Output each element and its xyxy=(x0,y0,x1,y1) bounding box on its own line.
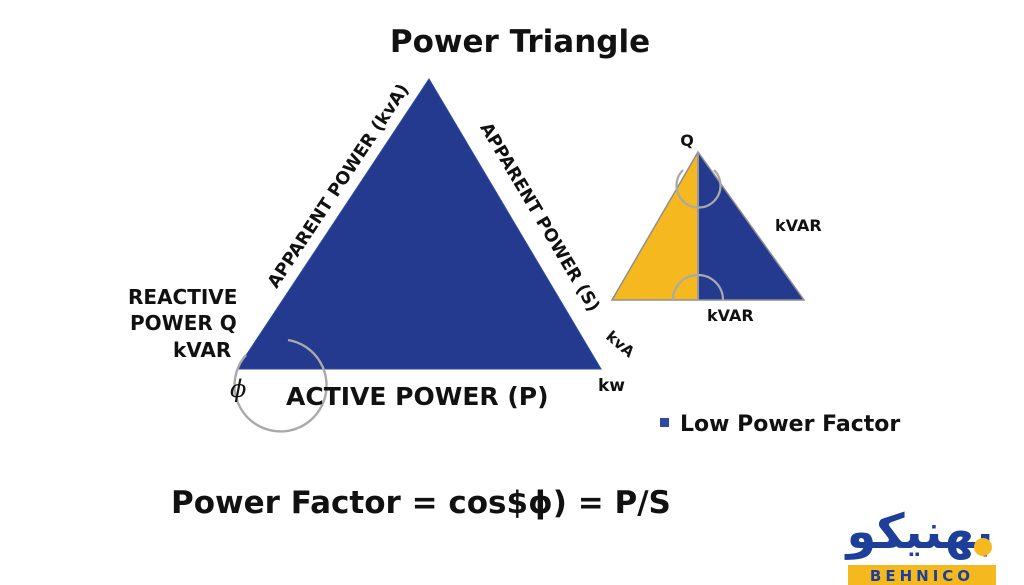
small-right-angle-arc xyxy=(671,273,725,301)
reactive-label-line2: POWER Q xyxy=(130,311,237,335)
phi-symbol: ϕ xyxy=(230,375,246,403)
small-triangle-outline xyxy=(610,150,806,301)
logo-script-text: بهنیکو xyxy=(845,504,994,560)
logo-latin-text: BEHNICO xyxy=(870,567,974,585)
kva-unit-label: kvA xyxy=(602,327,638,361)
page-title: Power Triangle xyxy=(390,24,650,60)
phi-angle-arc xyxy=(233,338,328,433)
main-power-triangle xyxy=(236,78,602,370)
small-top-angle-arc xyxy=(675,169,722,209)
legend-label: Low Power Factor xyxy=(680,412,900,437)
behnico-logo: بهنیکو BEHNICO xyxy=(845,504,996,585)
small-triangle-q-label: Q xyxy=(680,131,694,150)
small-triangle-kvar-right-label: kVAR xyxy=(775,216,822,235)
small-triangle-kvar-bottom-label: kVAR xyxy=(707,306,754,325)
reactive-label-line1: REACTIVE xyxy=(128,285,237,309)
logo-band xyxy=(848,565,996,585)
reactive-unit-label: kVAR xyxy=(173,338,231,362)
power-factor-formula: Power Factor = cos$ϕ) = P/S xyxy=(171,485,671,521)
kw-unit-label: kw xyxy=(598,376,625,396)
active-power-label: ACTIVE POWER (P) xyxy=(286,382,549,411)
logo-dot-icon xyxy=(974,538,992,556)
legend-swatch xyxy=(660,418,669,427)
